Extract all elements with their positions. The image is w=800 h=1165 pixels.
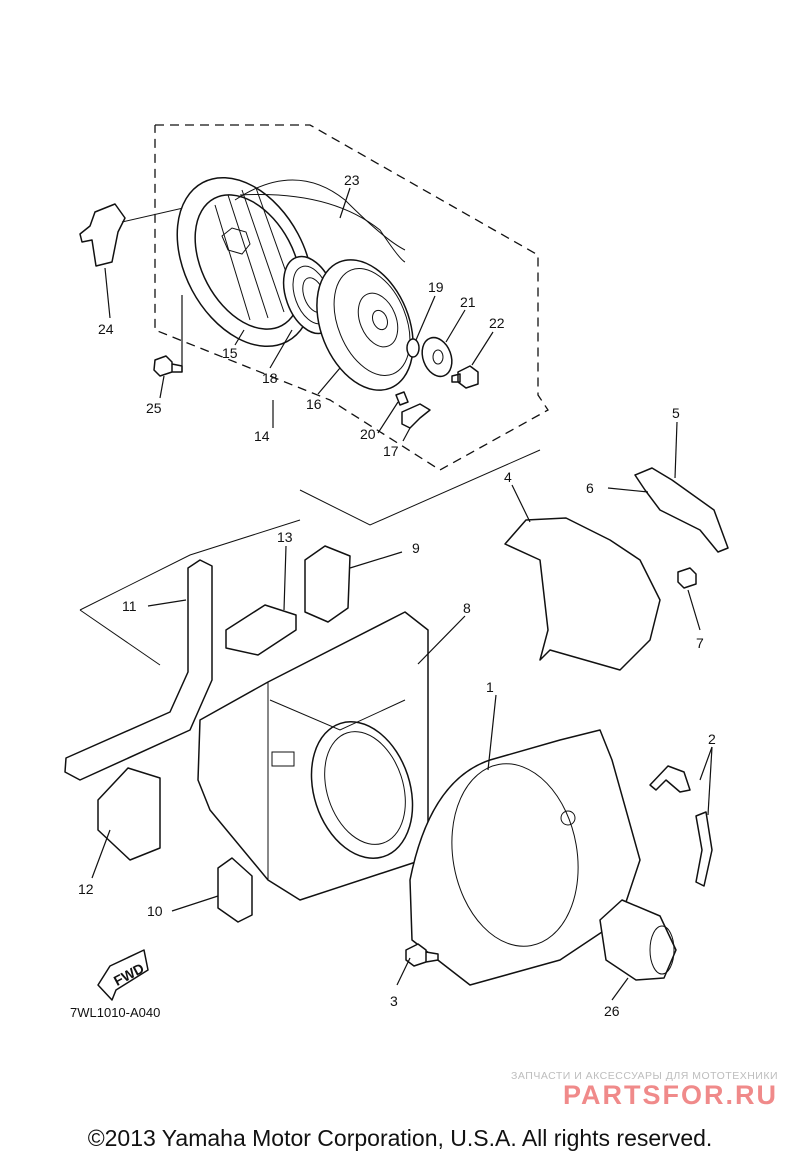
part-25-bolt[interactable] xyxy=(153,355,183,377)
part-17-ratchet-pawl[interactable] xyxy=(401,403,431,429)
callout-14: 14 xyxy=(254,428,270,444)
callout-10: 10 xyxy=(147,903,163,919)
fwd-arrow-icon: FWD xyxy=(97,949,149,1001)
part-16-sheave-drum[interactable] xyxy=(299,245,432,404)
callout-22: 22 xyxy=(489,315,505,331)
part-12-seal-block[interactable] xyxy=(97,767,161,861)
callout-9: 9 xyxy=(412,540,420,556)
callout-17: 17 xyxy=(383,443,399,459)
callout-13: 13 xyxy=(277,529,293,545)
watermark-logo: PARTSFOR.RU xyxy=(563,1080,778,1110)
callout-3: 3 xyxy=(390,993,398,1009)
part-2-clip[interactable] xyxy=(649,765,713,887)
part-21-friction-plate[interactable] xyxy=(417,333,457,380)
part-3-bolt[interactable] xyxy=(405,943,439,967)
part-22-bolt[interactable] xyxy=(451,365,479,389)
part-9-sponge[interactable] xyxy=(304,545,351,623)
callout-20: 20 xyxy=(360,426,376,442)
callout-6: 6 xyxy=(586,480,594,496)
callout-26: 26 xyxy=(604,1003,620,1019)
diagram-code: 7WL1010-A040 xyxy=(70,1005,160,1020)
callout-25: 25 xyxy=(146,400,162,416)
part-23-starter-rope[interactable] xyxy=(239,193,406,263)
outline-line xyxy=(299,449,541,526)
watermark-tagline: ЗАПЧАСТИ И АКСЕССУАРЫ ДЛЯ МОТОТЕХНИКИ xyxy=(511,1070,778,1082)
part-26-rubber-plug[interactable] xyxy=(599,899,677,981)
callout-16: 16 xyxy=(306,396,322,412)
part-4-upper-cover[interactable] xyxy=(504,517,661,671)
callout-15: 15 xyxy=(222,345,238,361)
callout-2: 2 xyxy=(708,731,716,747)
watermark: ЗАПЧАСТИ И АКСЕССУАРЫ ДЛЯ МОТОТЕХНИКИ PA… xyxy=(511,1070,778,1111)
part-13-seal[interactable] xyxy=(225,604,297,656)
outline-line xyxy=(79,609,161,666)
callout-8: 8 xyxy=(463,600,471,616)
callout-19: 19 xyxy=(428,279,444,295)
part-5-bracket[interactable] xyxy=(634,467,729,553)
leader-lines xyxy=(91,187,713,1001)
part-11-air-guide[interactable] xyxy=(64,559,213,781)
parts-diagram: FWD 1 2 3 4 5 6 xyxy=(64,124,729,1020)
part-10-damper[interactable] xyxy=(217,857,253,923)
callout-21: 21 xyxy=(460,294,476,310)
outline-line xyxy=(79,519,301,611)
callout-23: 23 xyxy=(344,172,360,188)
copyright-notice: ©2013 Yamaha Motor Corporation, U.S.A. A… xyxy=(87,1125,713,1151)
callout-11: 11 xyxy=(122,598,137,614)
callout-18: 18 xyxy=(262,370,278,386)
callout-4: 4 xyxy=(504,469,512,485)
part-20-spring[interactable] xyxy=(395,391,409,406)
callout-7: 7 xyxy=(696,635,704,651)
callout-24: 24 xyxy=(98,321,114,337)
callout-1: 1 xyxy=(486,679,494,695)
callout-labels: 1 2 3 4 5 6 7 8 9 10 11 12 13 14 15 16 1… xyxy=(78,172,716,1019)
callout-12: 12 xyxy=(78,881,94,897)
part-15-starter-case[interactable] xyxy=(150,154,406,369)
part-8-fan-shroud[interactable] xyxy=(197,611,429,901)
callout-5: 5 xyxy=(672,405,680,421)
part-7-bolt[interactable] xyxy=(677,567,697,589)
assembly-boundary xyxy=(154,124,549,471)
part-19-circlip[interactable] xyxy=(406,338,420,358)
